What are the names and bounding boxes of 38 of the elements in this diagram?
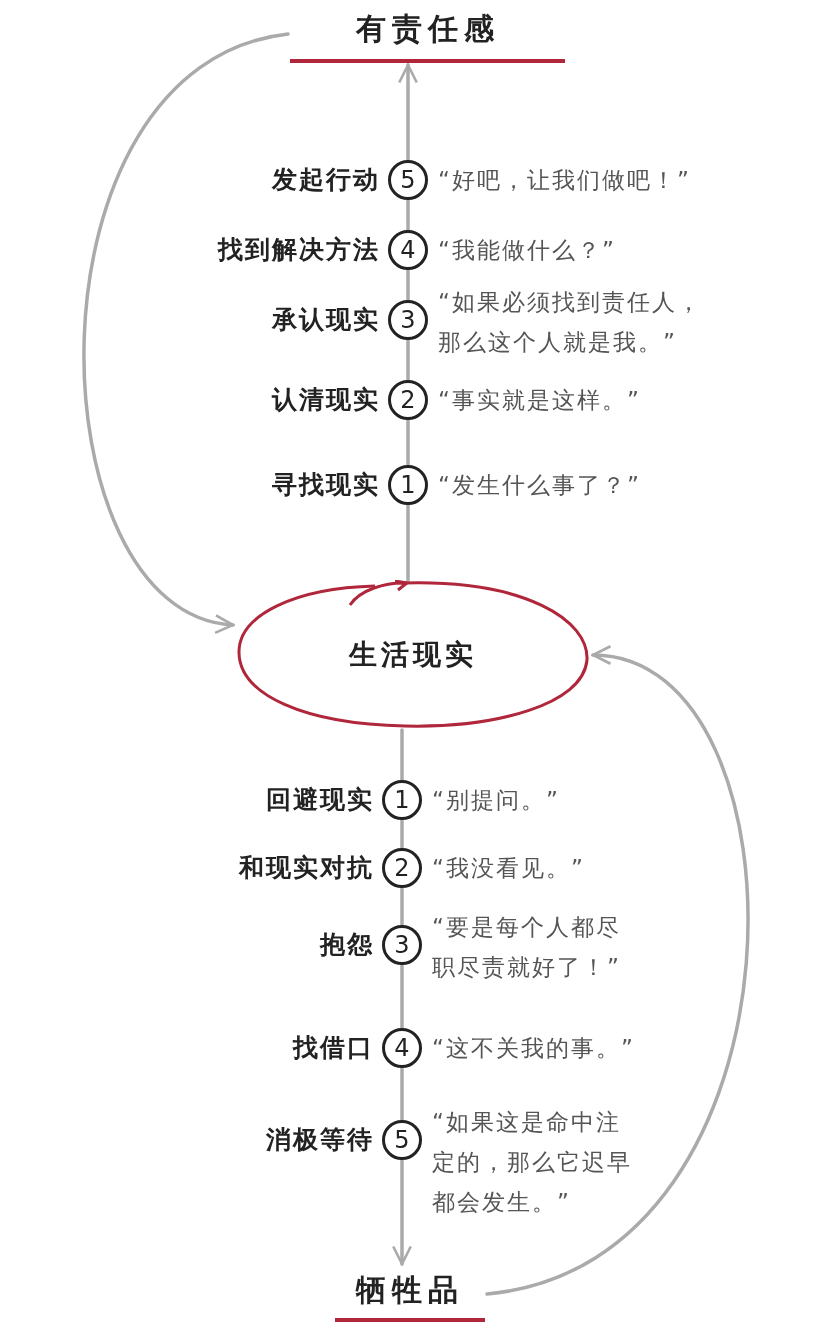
connector-line [400,1066,404,1122]
arrow [397,63,419,162]
connector-line [406,503,410,582]
step-label: 和现实对抗 [239,852,374,884]
step-circle: 5 [388,160,428,200]
step-circle: 4 [388,230,428,270]
connector-line [400,728,404,782]
connector-line [400,963,404,1030]
step-circle: 2 [382,848,422,888]
heading: 有责任感 [290,5,565,63]
step-circle: 3 [382,925,422,965]
step-circle: 2 [388,380,428,420]
step-label: 认清现实 [272,384,380,416]
connector-line [406,418,410,467]
step-circle: 5 [382,1120,422,1160]
step-label: 寻找现实 [272,469,380,501]
connector-line [400,886,404,927]
quote-text: “好吧，让我们做吧！” [438,166,692,195]
step-label: 承认现实 [272,304,380,336]
quote-text: “我能做什么？” [438,236,617,265]
heading: 牺牲品 [335,1266,485,1322]
connector-line [406,338,410,382]
connector-line [406,268,410,302]
step-label: 抱怨 [320,929,374,961]
quote-text: “发生什么事了？” [438,471,642,500]
quote-text: “事实就是这样。” [438,386,642,415]
connector-line [406,198,410,232]
step-circle: 1 [388,465,428,505]
step-label: 发起行动 [272,164,380,196]
step-circle: 1 [382,780,422,820]
connector-line [400,818,404,850]
quote-text: “如果必须找到责任人，那么这个人就是我。” [438,288,703,357]
arrow [391,1158,413,1266]
step-label: 找借口 [293,1032,374,1064]
step-label: 消极等待 [266,1124,374,1156]
step-circle: 4 [382,1028,422,1068]
step-label: 回避现实 [266,784,374,816]
step-circle: 3 [388,300,428,340]
